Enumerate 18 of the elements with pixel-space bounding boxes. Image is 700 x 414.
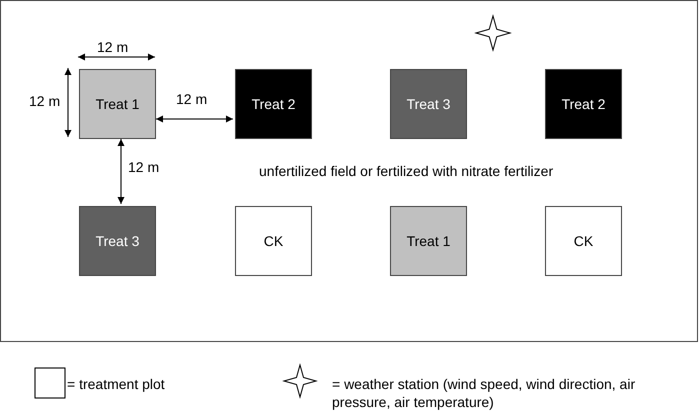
- treatment-plot: Treat 2: [235, 69, 312, 139]
- edge-label: 12 m: [128, 159, 160, 175]
- arrow: [118, 138, 124, 204]
- treatment-plot: CK: [235, 206, 312, 276]
- legend-text: = weather station (wind speed, wind direction, air pressure, air temperature): [332, 375, 636, 411]
- treatment-plot: Treat 1: [79, 69, 156, 139]
- edge-label: 12 m: [176, 91, 208, 107]
- treatment-plot: Treat 2: [545, 69, 622, 139]
- field-boundary: [0, 0, 698, 342]
- legend-text: = treatment plot: [67, 375, 166, 393]
- dimension-label: 12 m: [29, 93, 60, 109]
- treatment-plot: Treat 1: [390, 206, 467, 276]
- arrow: [156, 116, 234, 122]
- field-note: unfertilized field or fertilized with nitrate fertilizer: [259, 163, 554, 179]
- treatment-plot: Treat 3: [390, 69, 467, 139]
- dimension-label: 12 m: [97, 39, 128, 55]
- treatment-plot: CK: [545, 206, 622, 276]
- treatment-plot: Treat 3: [79, 206, 156, 276]
